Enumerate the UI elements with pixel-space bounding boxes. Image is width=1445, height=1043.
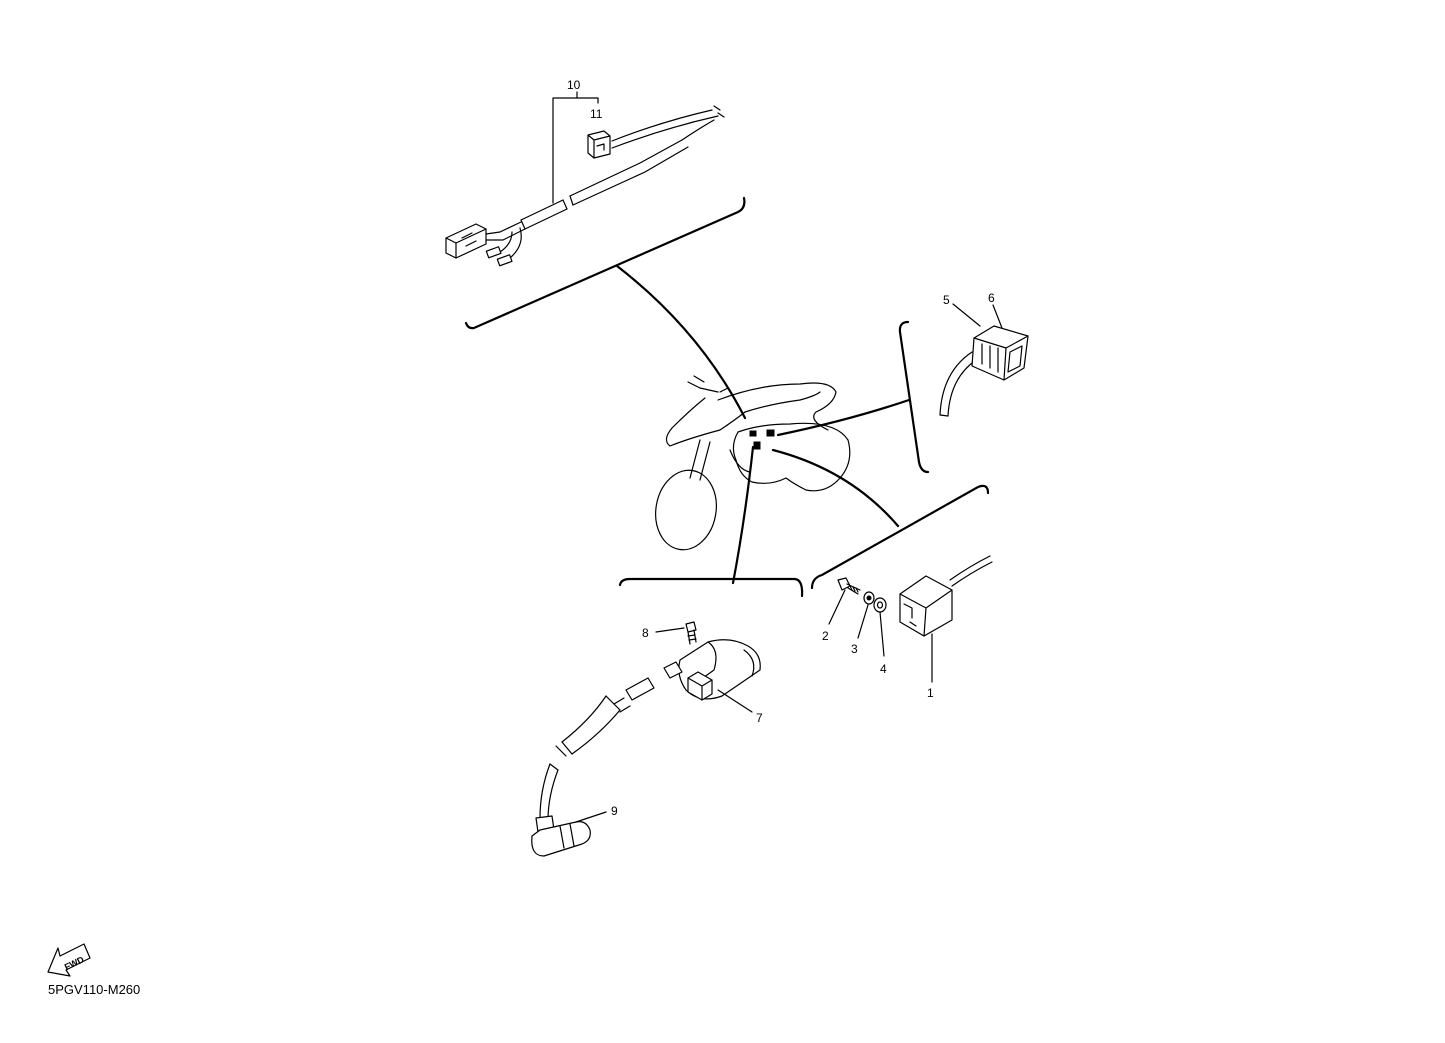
detail-frame-right [898,320,930,474]
detail-frame-bottom-right [810,484,990,590]
motorcycle-outline [655,375,851,551]
ignition-coil-assembly [531,621,761,857]
callout-7: 7 [756,711,763,725]
wire-harness [445,105,725,267]
callout-1: 1 [927,686,934,700]
detail-frame-top [464,196,746,330]
callout-10: 10 [567,78,581,92]
callout-2: 2 [822,629,829,643]
diagram-code: 5PGV110-M260 [48,982,141,997]
fwd-arrow-icon: FWD [47,943,91,977]
callout-bracket-10-11 [552,91,599,204]
callout-5: 5 [943,293,950,307]
callout-labels: 1 2 3 4 5 6 7 8 9 10 11 [567,78,995,818]
leader-lines [615,264,911,585]
cdi-unit-assembly [837,555,993,637]
detail-frame-bottom-left [618,577,804,598]
callout-11: 11 [590,107,603,121]
callout-8: 8 [642,626,649,640]
callout-3: 3 [851,642,858,656]
callout-9: 9 [611,804,618,818]
callout-4: 4 [880,662,887,676]
callout-leaders [575,303,1003,823]
callout-6: 6 [988,291,995,305]
relay-assembly [939,325,1029,417]
